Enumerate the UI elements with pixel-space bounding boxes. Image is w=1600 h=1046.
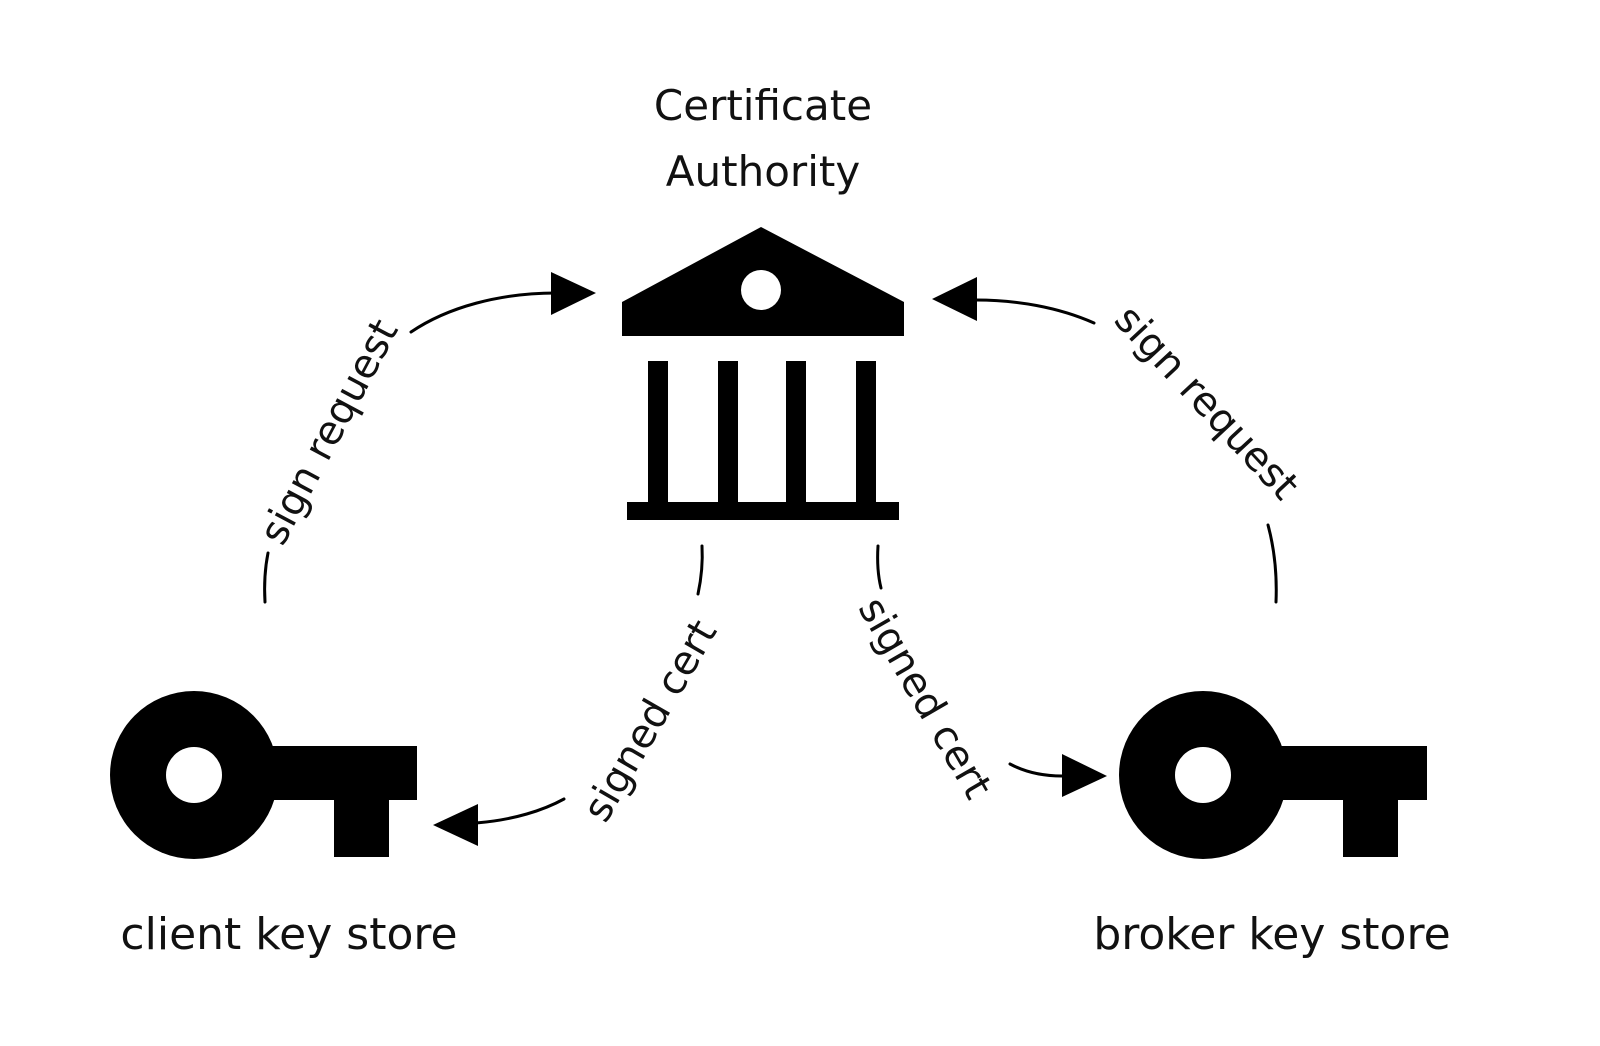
bank-base: [627, 502, 899, 520]
edge-broker-sign-request-upper-curve: [974, 298, 1096, 325]
bank-column-1: [648, 361, 668, 503]
edge-broker-sign-request-label: sign request: [1105, 296, 1307, 508]
authority-title-line2: Authority: [666, 147, 860, 196]
edge-ca-signed-cert-broker-lower-curve: [1008, 762, 1064, 778]
edge-ca-signed-cert-client-label: signed cert: [574, 612, 726, 829]
arrowhead-left-icon: [932, 277, 977, 321]
bank-column-3: [786, 361, 806, 503]
broker-key-hole: [1175, 747, 1231, 803]
client-key-icon: [110, 691, 417, 859]
client-key-hole: [166, 747, 222, 803]
bank-column-2: [718, 361, 738, 503]
authority-title: Certificate Authority: [654, 81, 872, 196]
bank-column-4: [856, 361, 876, 503]
edge-broker-sign-request-lower-curve: [1266, 523, 1278, 604]
bank-roof-circle: [741, 270, 781, 310]
authority-title-line1: Certificate: [654, 81, 872, 130]
edge-client-sign-request-label: sign request: [251, 312, 408, 552]
edge-client-sign-request-lower-curve: [263, 551, 270, 604]
edge-ca-signed-cert-broker: signed cert: [849, 544, 1107, 807]
edge-client-sign-request-upper-curve: [409, 291, 558, 334]
arrowhead-left-icon: [433, 804, 478, 846]
client-key-bit: [334, 790, 389, 857]
edge-ca-signed-cert-client-upper-curve: [696, 544, 704, 596]
edge-broker-sign-request: sign request: [932, 277, 1308, 604]
bank-building-icon: [622, 227, 904, 520]
broker-key-store-label: broker key store: [1093, 909, 1450, 960]
arrowhead-right-icon: [551, 272, 596, 315]
arrowhead-right-icon: [1062, 754, 1107, 797]
edge-ca-signed-cert-client-lower-curve: [474, 797, 566, 825]
edge-ca-signed-cert-broker-label: signed cert: [849, 589, 1001, 806]
broker-key-bit: [1343, 790, 1398, 857]
client-key-store-label: client key store: [120, 909, 457, 960]
broker-key-shaft: [1250, 746, 1427, 800]
edge-ca-signed-cert-broker-upper-curve: [876, 544, 883, 590]
client-key-shaft: [240, 746, 417, 800]
edge-client-sign-request: sign request: [251, 272, 596, 604]
edge-ca-signed-cert-client: signed cert: [433, 544, 726, 846]
broker-key-icon: [1119, 691, 1427, 859]
